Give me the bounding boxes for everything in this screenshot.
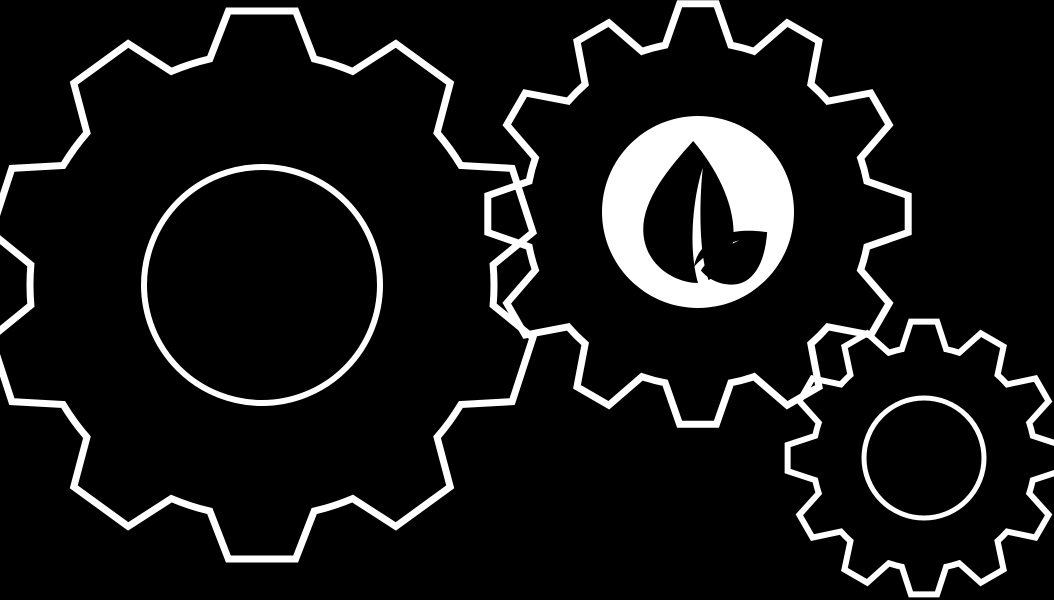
small-leaf-icon: [694, 230, 768, 285]
large-gear-hub-ring: [141, 164, 383, 406]
large-gear-outline: [0, 7, 537, 563]
large-gear: [0, 7, 537, 563]
middle-gear-outline: [484, 0, 912, 428]
small-gear: [784, 318, 1054, 598]
middle-gear: [484, 0, 912, 428]
small-gear-outline: [784, 318, 1054, 598]
leaf-emblem: [643, 140, 768, 285]
small-gear-hub-ring: [861, 395, 987, 521]
leaf-emblem-disc: [602, 116, 794, 308]
